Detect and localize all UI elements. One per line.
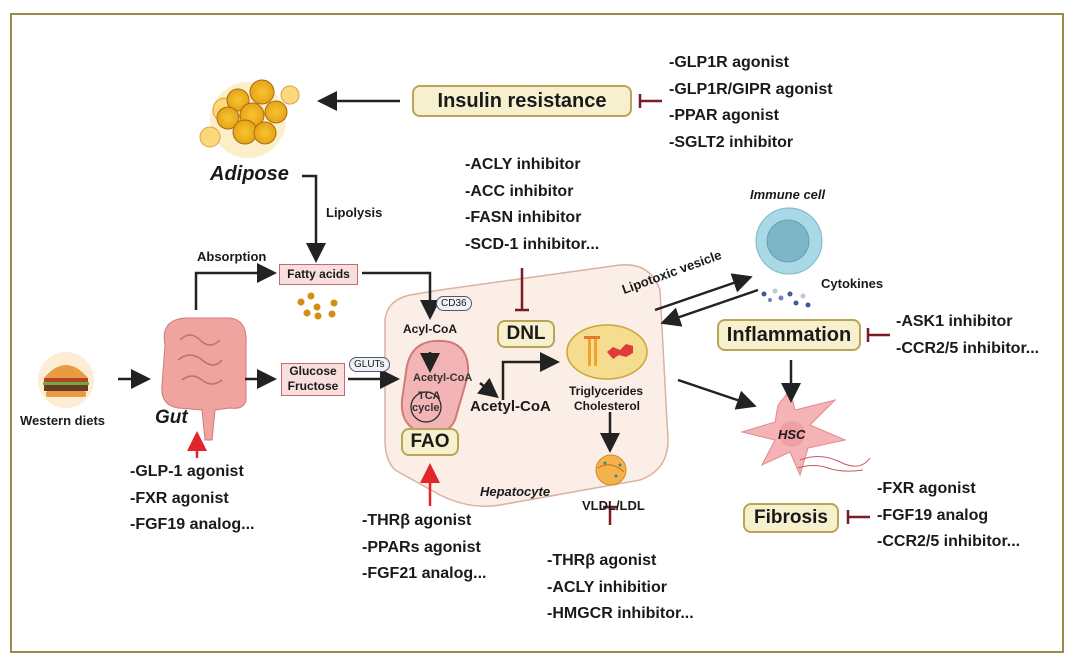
drug-item: -FGF21 analog...	[362, 565, 487, 582]
inhibit-fibrosis	[846, 510, 870, 524]
arrow-vesicle-in	[660, 288, 759, 327]
gluts-label: GLUTs	[349, 357, 390, 372]
hsc-cell-icon	[740, 388, 871, 477]
tca-label: TCA	[418, 390, 441, 402]
hepatocyte-label: Hepatocyte	[480, 484, 551, 499]
inflammation-box: Inflammation	[717, 319, 861, 351]
drug-item: -CCR2/5 inhibitor...	[877, 533, 1021, 550]
cd36-label: CD36	[436, 296, 472, 311]
arrow-absorption	[194, 263, 277, 310]
inhibit-insulin-resistance	[638, 94, 662, 108]
insulin-resistance-drugs: -GLP1R agonist -GLP1R/GIPR agonist -PPAR…	[669, 50, 833, 156]
drug-item: -HMGCR inhibitor...	[547, 605, 694, 622]
vldl-ldl-label: VLDL/LDL	[582, 498, 645, 513]
arrow-acetyl-to-tg	[501, 352, 560, 400]
drug-item: -THRβ agonist	[547, 552, 657, 569]
drug-item: -FASN inhibitor	[465, 209, 582, 226]
drug-item: -GLP1R agonist	[669, 54, 790, 71]
acyl-coa-label: Acyl-CoA	[403, 322, 458, 336]
figure-frame	[10, 13, 1064, 653]
cholesterol-label: Cholesterol	[574, 399, 641, 413]
arrow-fa-to-acylcoa	[362, 271, 440, 320]
drug-item: -FGF19 analog...	[130, 516, 255, 533]
drug-item: -SCD-1 inhibitor...	[465, 235, 600, 253]
fatty-acid-dots	[297, 292, 338, 320]
drug-item: -FXR agonist	[877, 480, 976, 497]
arrow-vesicle-out	[654, 273, 753, 312]
burger-icon	[38, 352, 94, 408]
absorption-label: Absorption	[197, 249, 267, 264]
arrow-lipolysis	[302, 174, 326, 263]
adipose-label: Adipose	[210, 163, 289, 185]
glucose-fructose-box: Glucose Fructose	[281, 363, 345, 396]
inhibit-vldl	[603, 505, 617, 525]
drug-item: -ASK1 inhibitor	[896, 313, 1013, 330]
drug-item: -THRβ agonist	[362, 512, 472, 529]
western-diets-label: Western diets	[20, 413, 106, 428]
immune-cell-icon	[755, 207, 823, 275]
vldl-drugs: -THRβ agonist -ACLY inhibitior -HMGCR in…	[547, 548, 694, 628]
insulin-resistance-box: Insulin resistance	[412, 85, 632, 117]
arrow-mito-acetyl-out	[477, 377, 499, 399]
acetyl-coa-mito-label: Acetyl-CoA	[413, 372, 473, 384]
acetyl-coa-label: Acetyl-CoA	[470, 398, 551, 415]
fibrosis-box: Fibrosis	[743, 503, 839, 533]
fao-box: FAO	[401, 428, 459, 456]
gut-drugs: -GLP-1 agonist -FXR agonist -FGF19 analo…	[130, 459, 254, 539]
cycle-label: cycle	[412, 402, 440, 414]
drug-item: -ACC inhibitor	[465, 182, 574, 200]
drug-item: -CCR2/5 inhibitor...	[896, 339, 1040, 357]
gut-icon	[161, 317, 247, 441]
dnl-drugs: -ACLY inhibitor -ACC inhibitor -FASN inh…	[465, 152, 599, 258]
drug-item: -PPAR agonist	[669, 107, 779, 124]
drug-item: -FXR agonist	[130, 489, 229, 507]
arrow-hepatocyte-to-hsc	[677, 378, 757, 410]
vldl-particle-icon	[595, 454, 627, 486]
cytokine-dots	[761, 288, 811, 308]
dnl-box: DNL	[497, 320, 555, 348]
lipid-droplet-icon	[566, 324, 648, 380]
drug-item: -GLP1R/GIPR agonist	[669, 80, 833, 98]
adipose-icon	[199, 79, 300, 158]
immune-cell-label: Immune cell	[750, 187, 826, 202]
drug-item: -FGF19 analog	[877, 506, 989, 524]
triglycerides-label: Triglycerides	[569, 384, 644, 398]
gut-label: Gut	[155, 407, 188, 428]
inflammation-drugs: -ASK1 inhibitor -CCR2/5 inhibitor...	[896, 309, 1039, 362]
fatty-acids-box: Fatty acids	[279, 264, 358, 285]
hsc-label: HSC	[778, 427, 806, 442]
cytokines-label: Cytokines	[821, 276, 884, 291]
mitochondrion-icon	[400, 339, 470, 436]
drug-item: -PPARs agonist	[362, 538, 481, 556]
fibrosis-drugs: -FXR agonist -FGF19 analog -CCR2/5 inhib…	[877, 476, 1020, 556]
drug-item: -ACLY inhibitor	[465, 156, 581, 173]
lipolysis-label: Lipolysis	[326, 205, 383, 220]
fao-drugs: -THRβ agonist -PPARs agonist -FGF21 anal…	[362, 508, 486, 588]
drug-item: -ACLY inhibitior	[547, 578, 667, 596]
inhibit-inflammation	[866, 328, 890, 342]
inhibit-dnl	[515, 268, 529, 312]
drug-item: -SGLT2 inhibitor	[669, 133, 794, 151]
drug-item: -GLP-1 agonist	[130, 463, 244, 480]
